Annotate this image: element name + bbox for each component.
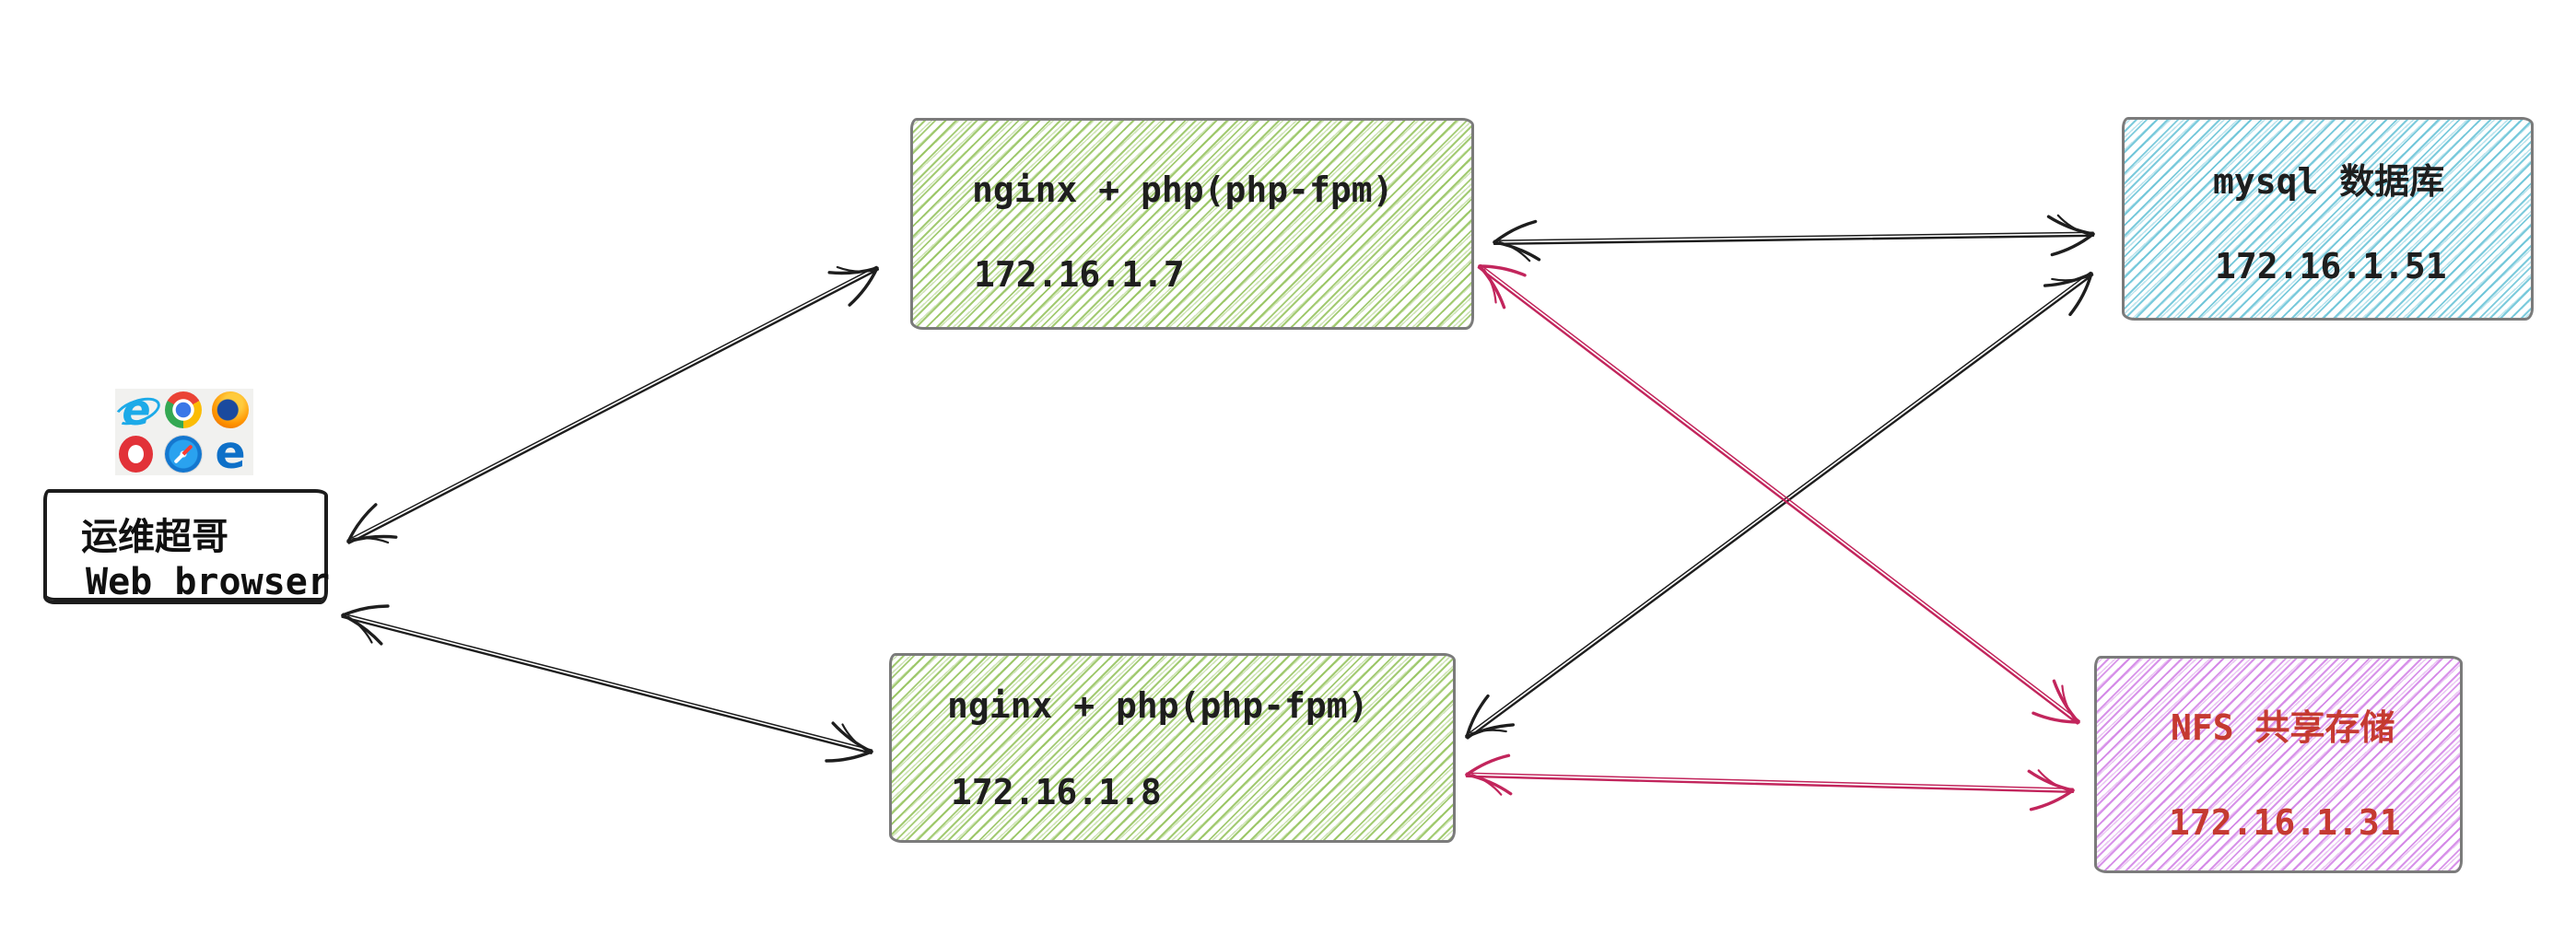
nginx-php-node-1-label: nginx + php(php-fpm)	[972, 169, 1394, 210]
mysql-database-node: mysql 数据库 172.16.1.51	[2122, 117, 2534, 321]
firefox-icon	[212, 391, 249, 428]
edge-icon	[212, 436, 249, 473]
chrome-icon	[165, 391, 202, 428]
arrow-browser-nginx-bottom	[341, 604, 873, 763]
arrow-nginx-top-nfs	[1477, 263, 2080, 725]
arrow-nginx-top-mysql	[1493, 214, 2095, 263]
arrow-browser-nginx-top	[346, 265, 880, 544]
internet-explorer-icon	[118, 391, 155, 428]
nfs-shared-storage-node: NFS 共享存储 172.16.1.31	[2094, 656, 2463, 873]
nginx-php-node-2-label: nginx + php(php-fpm)	[947, 685, 1369, 726]
mysql-database-ip: 172.16.1.51	[2215, 246, 2447, 286]
nginx-php-node-2: nginx + php(php-fpm) 172.16.1.8	[889, 653, 1456, 843]
browser-icons-collage	[115, 389, 253, 475]
safari-icon	[165, 435, 202, 473]
web-browser-node: 运维超哥 Web browser	[43, 489, 330, 604]
mysql-database-label: mysql 数据库	[2213, 161, 2445, 202]
nfs-shared-storage-label: NFS 共享存储	[2171, 707, 2395, 748]
nginx-php-node-1-ip: 172.16.1.7	[974, 254, 1185, 295]
web-browser-subtitle: Web browser	[86, 561, 330, 603]
opera-icon	[119, 435, 153, 473]
arrow-nginx-bottom-nfs	[1465, 753, 2075, 811]
nfs-shared-storage-ip: 172.16.1.31	[2169, 802, 2401, 843]
nginx-php-node-2-ip: 172.16.1.8	[951, 772, 1162, 812]
nginx-php-node-1: nginx + php(php-fpm) 172.16.1.7	[910, 118, 1474, 330]
arrow-nginx-bottom-mysql	[1465, 271, 2094, 740]
web-browser-title: 运维超哥	[81, 516, 228, 558]
